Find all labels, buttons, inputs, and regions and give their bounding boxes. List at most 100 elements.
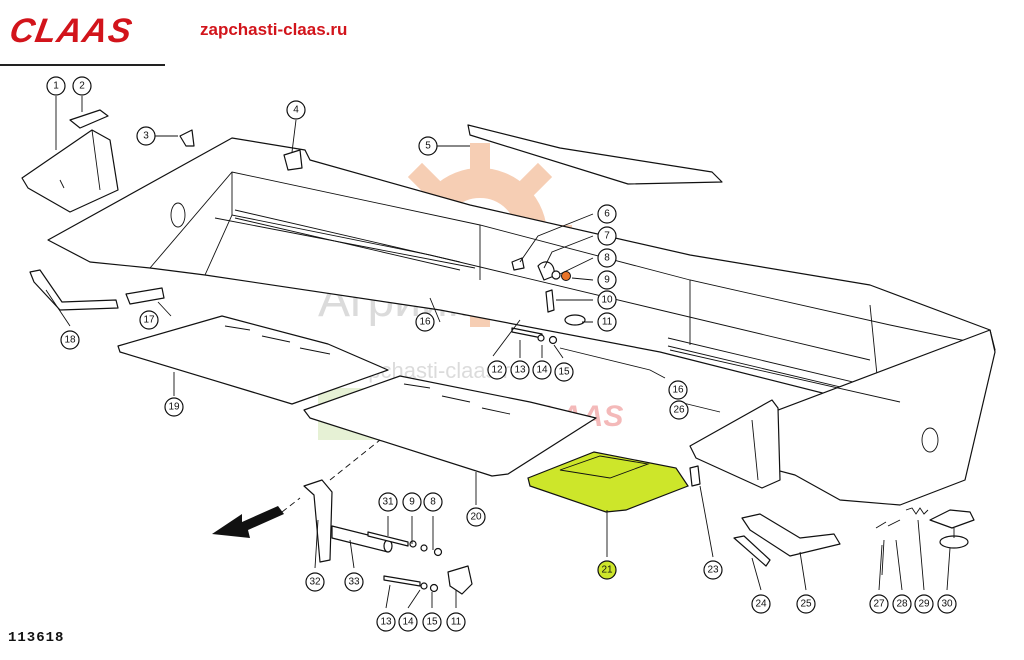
- callout-7[interactable]: 7: [597, 226, 617, 246]
- part-1-side-panel: [21, 129, 119, 213]
- part-27-28-linkage: [875, 519, 901, 576]
- part-3-clip: [179, 129, 195, 147]
- callout-9[interactable]: 9: [597, 270, 617, 290]
- svg-text:9: 9: [409, 497, 415, 508]
- svg-text:17: 17: [143, 315, 155, 326]
- callout-11[interactable]: 11: [597, 312, 617, 332]
- svg-text:15: 15: [426, 617, 438, 628]
- diagram-code: 113618: [8, 630, 65, 646]
- svg-text:15: 15: [558, 367, 570, 378]
- svg-text:12: 12: [491, 365, 503, 376]
- callout-32[interactable]: 32: [305, 572, 325, 592]
- callout-15[interactable]: 15: [554, 362, 574, 382]
- part-19-cover-plate: [117, 315, 389, 405]
- callout-31[interactable]: 31: [378, 492, 398, 512]
- svg-text:6: 6: [604, 209, 610, 220]
- part-4-bracket: [283, 149, 303, 171]
- svg-text:14: 14: [536, 365, 548, 376]
- callout-16-left[interactable]: 16: [415, 312, 435, 332]
- callout-29[interactable]: 29: [914, 594, 934, 614]
- svg-text:10: 10: [601, 295, 613, 306]
- svg-text:14: 14: [402, 617, 414, 628]
- callout-13-lower[interactable]: 13: [376, 612, 396, 632]
- callout-10[interactable]: 10: [597, 290, 617, 310]
- part-24-bracket: [733, 535, 771, 567]
- part-26-bracket: [689, 399, 781, 489]
- callout-28[interactable]: 28: [892, 594, 912, 614]
- callout-13[interactable]: 13: [510, 360, 530, 380]
- callout-20[interactable]: 20: [466, 507, 486, 527]
- svg-text:8: 8: [604, 253, 610, 264]
- svg-text:24: 24: [755, 599, 767, 610]
- callout-9-lower[interactable]: 9: [402, 492, 422, 512]
- part-17-bracket: [125, 287, 165, 305]
- callout-26[interactable]: 26: [669, 400, 689, 420]
- callout-14-lower[interactable]: 14: [398, 612, 418, 632]
- callout-27[interactable]: 27: [869, 594, 889, 614]
- svg-text:5: 5: [425, 141, 431, 152]
- callout-19[interactable]: 19: [164, 397, 184, 417]
- callout-2[interactable]: 2: [72, 76, 92, 96]
- callout-3[interactable]: 3: [136, 126, 156, 146]
- callout-8[interactable]: 8: [597, 248, 617, 268]
- svg-text:7: 7: [604, 231, 610, 242]
- header-rule: [0, 64, 165, 66]
- callout-12[interactable]: 12: [487, 360, 507, 380]
- svg-text:18: 18: [64, 335, 76, 346]
- svg-text:2: 2: [79, 81, 85, 92]
- svg-text:30: 30: [941, 599, 953, 610]
- svg-text:20: 20: [470, 512, 482, 523]
- part-29-spring: [905, 507, 929, 515]
- svg-text:16: 16: [419, 317, 431, 328]
- callout-18[interactable]: 18: [60, 330, 80, 350]
- svg-text:32: 32: [309, 577, 321, 588]
- callout-21-highlighted[interactable]: 21: [597, 560, 617, 580]
- part-18-arm: [29, 269, 119, 311]
- part-21-highlighted-plate: [527, 451, 689, 513]
- part-20-cover-plate: [303, 375, 597, 477]
- callout-15-lower[interactable]: 15: [422, 612, 442, 632]
- direction-arrow-icon: [212, 439, 381, 538]
- svg-text:16: 16: [672, 385, 684, 396]
- callout-1[interactable]: 1: [46, 76, 66, 96]
- callout-14[interactable]: 14: [532, 360, 552, 380]
- part-2-bracket: [69, 109, 109, 129]
- svg-text:8: 8: [430, 497, 436, 508]
- svg-text:21: 21: [601, 565, 613, 576]
- svg-text:4: 4: [293, 105, 299, 116]
- site-url[interactable]: zapchasti-claas.ru: [200, 20, 348, 39]
- callout-23[interactable]: 23: [703, 560, 723, 580]
- callout-17[interactable]: 17: [139, 310, 159, 330]
- svg-text:1: 1: [53, 81, 59, 92]
- callout-11-lower[interactable]: 11: [446, 612, 466, 632]
- callout-6[interactable]: 6: [597, 204, 617, 224]
- callout-24[interactable]: 24: [751, 594, 771, 614]
- callout-25[interactable]: 25: [796, 594, 816, 614]
- svg-text:28: 28: [896, 599, 908, 610]
- svg-text:29: 29: [918, 599, 930, 610]
- svg-text:13: 13: [380, 617, 392, 628]
- callout-30[interactable]: 30: [937, 594, 957, 614]
- svg-text:11: 11: [602, 317, 613, 328]
- svg-text:26: 26: [673, 405, 685, 416]
- callout-5[interactable]: 5: [418, 136, 438, 156]
- svg-text:25: 25: [800, 599, 812, 610]
- part-25-bracket: [741, 513, 841, 557]
- svg-text:11: 11: [451, 617, 462, 628]
- svg-text:33: 33: [348, 577, 360, 588]
- leader-lines: [45, 96, 951, 609]
- svg-text:9: 9: [604, 275, 610, 286]
- svg-text:23: 23: [707, 565, 719, 576]
- svg-text:19: 19: [168, 402, 180, 413]
- part-16-rails: [214, 217, 901, 403]
- callout-8-lower[interactable]: 8: [423, 492, 443, 512]
- callout-4[interactable]: 4: [286, 100, 306, 120]
- svg-text:13: 13: [514, 365, 526, 376]
- callout-16-right[interactable]: 16: [668, 380, 688, 400]
- part-23-hinge: [689, 465, 701, 487]
- callout-33[interactable]: 33: [344, 572, 364, 592]
- svg-text:27: 27: [873, 599, 885, 610]
- part-30-knob: [929, 509, 975, 549]
- svg-text:31: 31: [382, 497, 394, 508]
